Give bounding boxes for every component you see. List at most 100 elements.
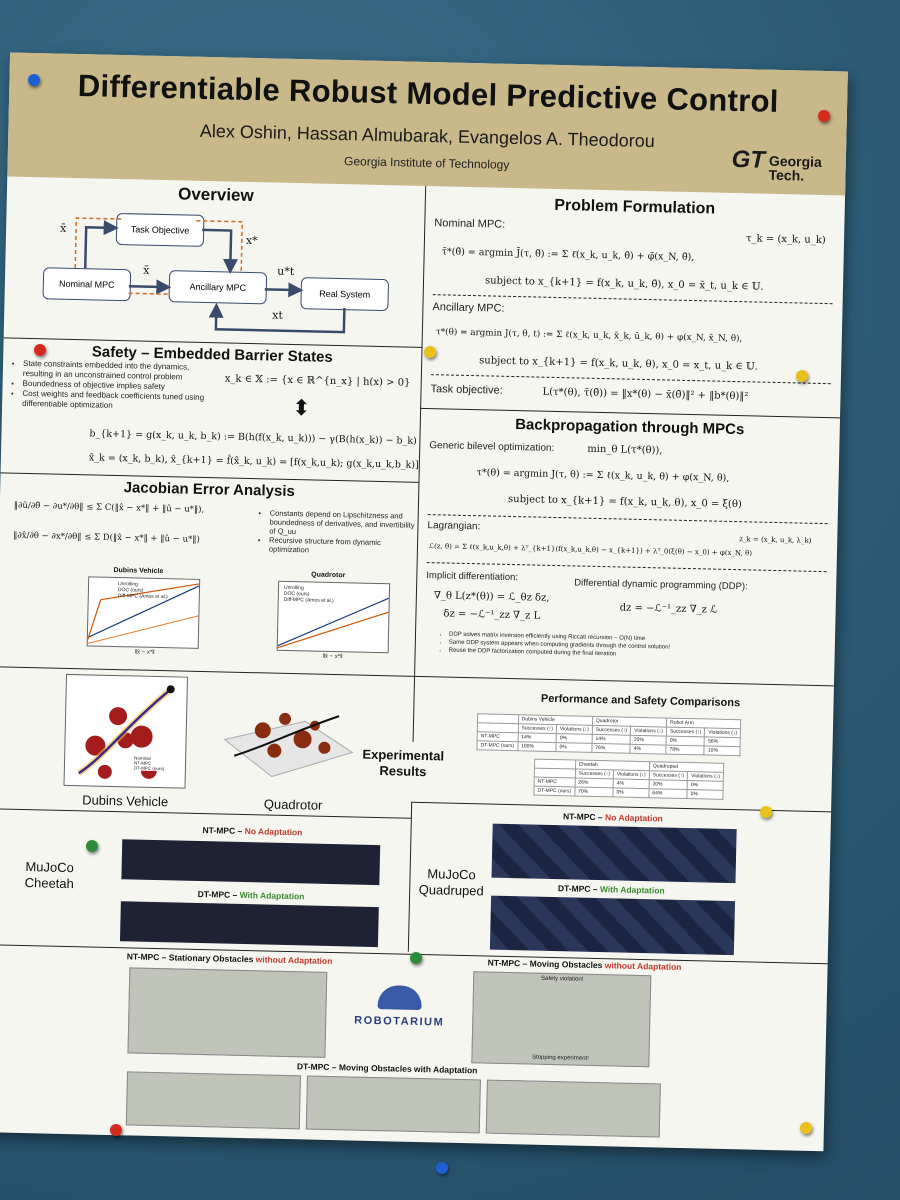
legend-entry: Diff-MPC (Amos et al.) (117, 593, 168, 601)
task-objective-eq: L(τ*(θ), τ̄(θ̄)) = ‖x*(θ) − x̄(θ̄)‖² + ‖… (542, 386, 749, 403)
quadrotor-plot-title: Quadrotor (311, 571, 346, 580)
quadrotor-error-plot (276, 580, 391, 654)
cheetah-nt-video (121, 839, 381, 886)
dubins-error-plot (86, 576, 201, 649)
ancillary-mpc-eq: τ*(θ) = argmin J(τ, θ, t) := Σ ℓ(x_k, u_… (435, 327, 743, 345)
dt-moving-video-1 (125, 1071, 301, 1130)
dubins-trajectory-plot (63, 673, 188, 789)
argmin-eq: τ*(θ) = argmin J(τ, θ) := Σ ℓ(x_k, u_k, … (476, 467, 730, 484)
quadrotor-trajectory-svg (223, 712, 354, 778)
quadruped-dt-video (489, 895, 736, 956)
ddp-label: Differential dynamic programming (DDP): (574, 577, 748, 593)
dubins-plot-title: Dubins Vehicle (113, 566, 164, 576)
lagrangian-eq: ℒ(z, θ) = Σ ℓ(x_k,u_k,θ) + λᵀ_{k+1}(f(x_… (428, 542, 753, 558)
ancillary-mpc-label: Ancillary MPC: (432, 301, 505, 315)
ddp-eq: dz = −ℒ⁻¹_zz ∇_z ℒ (619, 602, 718, 616)
push-pin-red (818, 110, 830, 122)
robotarium-logo: ROBOTARIUM (344, 984, 455, 1029)
overview-symbol-xbar: x̄ (59, 221, 67, 235)
quadruped-dt-label: DT-MPC – With Adaptation (557, 883, 665, 896)
quadruped-nt-video (491, 823, 737, 884)
jacobian-bullet: Recursive structure from dynamic optimiz… (269, 535, 419, 556)
lagrangian-label: Lagrangian: (427, 520, 481, 533)
stationary-obstacles-label: NT-MPC – Stationary Obstacles without Ad… (126, 951, 333, 967)
push-pin-blue (436, 1162, 448, 1174)
legend-entry: Diff-MPC (Amos et al.) (283, 596, 334, 604)
push-pin-yellow (796, 370, 808, 382)
results-title-line: Results (379, 763, 427, 780)
results-title: Experimental Results (348, 746, 459, 780)
overview-diagram: Task Objective Nominal MPC Ancillary MPC… (10, 52, 848, 334)
quadrotor-caption: Quadrotor (263, 796, 323, 813)
dubins-trajectory-legend: Nominal NT-MPC DT-MPC (ours) (133, 755, 165, 772)
dubins-legend: Unrolling DOC (ours) Diff-MPC (Amos et a… (118, 581, 168, 600)
research-poster: Differentiable Robust Model Predictive C… (0, 52, 848, 1152)
bilevel-label: Generic bilevel optimization: (429, 440, 555, 454)
dubins-trajectory-svg (77, 685, 175, 779)
quadrotor-xlabel: ‖x̄ − x*‖ (322, 653, 343, 661)
tau-definition: τ_k = (x_k, u_k) (745, 233, 826, 247)
dubins-xlabel: ‖x̄ − x*‖ (134, 649, 155, 656)
nominal-mpc-eq: τ̄*(θ̄) = argmin J̄(τ, θ̄) := Σ ℓ̄(x_k, … (441, 246, 695, 264)
cheetah-dt-label: DT-MPC – With Adaptation (197, 888, 305, 902)
push-pin-yellow (800, 1122, 812, 1134)
push-pin-blue (28, 74, 40, 86)
nominal-mpc-constraint: subject to x_{k+1} = f(x_k, u_k, θ̄), x_… (484, 275, 764, 293)
z-definition: z_k = (x_k, u_k, λ_k) (739, 535, 812, 545)
backprop-title: Backpropagation through MPCs (515, 416, 745, 439)
results-title-line: Experimental (362, 746, 445, 764)
nominal-mpc-label: Nominal MPC: (434, 217, 506, 231)
overview-symbol-xbar-2: x̄ (143, 263, 150, 277)
safety-bullets: State constraints embedded into the dyna… (10, 359, 213, 414)
quadruped-nt-label: NT-MPC – No Adaptation (562, 811, 663, 824)
jacobian-bullet: Constants depend on Lipschitzness and bo… (269, 509, 420, 539)
push-pin-yellow (424, 346, 436, 358)
cheetah-dt-video (119, 901, 379, 948)
implicit-diff-label: Implicit differentiation: (426, 570, 519, 584)
moving-obstacles-video: Safety violation! Stopping experiment! (471, 971, 652, 1068)
backprop-bullets: DDP solves matrix inversion efficiently … (437, 630, 829, 663)
robot-dome-icon (377, 985, 423, 1011)
dashed-divider (427, 514, 828, 525)
overview-symbol-xstar: x* (245, 233, 258, 248)
problem-title: Problem Formulation (554, 196, 716, 218)
quadruped-label: MuJoCo Quadruped (418, 866, 484, 899)
ancillary-mpc-constraint: subject to x_{k+1} = f(x_k, u_k, θ), x_0… (479, 355, 758, 373)
bilevel-eq: min_θ L(τ*(θ)), (587, 443, 663, 457)
quadrotor-trajectory-plot (213, 679, 355, 792)
push-pin-yellow (760, 806, 772, 818)
push-pin-red (34, 344, 46, 356)
push-pin-red (110, 1124, 122, 1136)
dt-moving-video-2 (305, 1075, 481, 1134)
task-objective-label: Task objective: (430, 383, 503, 397)
jacobian-bullets: Constants depend on Lipschitzness and bo… (257, 508, 420, 557)
overview-arrows (74, 217, 346, 334)
safety-state-set: x_k ∈ 𝕏 := {x ∈ ℝ^{n_x} | h(x) > 0} (224, 373, 411, 389)
safety-bullet: Cost weights and feedback coefficients t… (22, 389, 212, 413)
push-pin-green (410, 952, 422, 964)
robotarium-wordmark: ROBOTARIUM (354, 1014, 445, 1029)
jacobian-bound-1: ‖∂ū/∂θ̄ − ∂u*/∂θ‖ ≤ Σ C(‖x̂ − x*‖ + ‖û −… (13, 500, 205, 516)
argmin-constraint: subject to x_{k+1} = f(x_k, u_k, θ), x_0… (507, 493, 742, 511)
quadrotor-legend: Unrolling DOC (ours) Diff-MPC (Amos et a… (284, 585, 334, 604)
implicit-eq-1: ∇_θ L(z*(θ)) = ℒ_θz δz, (433, 590, 550, 604)
down-up-arrow-icon: ⬍ (291, 394, 311, 421)
dt-moving-video-3 (485, 1079, 661, 1138)
dubins-caption: Dubins Vehicle (82, 792, 169, 810)
comparisons-title: Performance and Safety Comparisons (540, 692, 741, 710)
cheetah-nt-label: NT-MPC – No Adaptation (202, 825, 303, 838)
overview-symbol-ut: u*t (277, 264, 295, 278)
safety-violation-text: Safety violation! (540, 975, 584, 983)
safety-barrier-eq: b_{k+1} = g(x_k, u_k, b_k) := B(h(f(x_k,… (89, 428, 417, 447)
stopping-text: Stopping experiment! (532, 1054, 589, 1062)
poster-header: Differentiable Robust Model Predictive C… (7, 52, 848, 196)
dashed-divider (430, 374, 831, 385)
push-pin-green (86, 840, 98, 852)
jacobian-bound-2: ‖∂x̂/∂θ − ∂x*/∂θ‖ ≤ Σ D(‖x̂ − x*‖ + ‖û −… (13, 530, 200, 545)
safety-augmented-eq: x̂_k = (x_k, b_k), x̂_{k+1} = f̂(x̂_k, u… (88, 452, 419, 471)
cheetah-label: MuJoCo Cheetah (24, 859, 75, 892)
legend-entry: DT-MPC (ours) (133, 765, 165, 772)
poster-title: Differentiable Robust Model Predictive C… (77, 68, 780, 119)
